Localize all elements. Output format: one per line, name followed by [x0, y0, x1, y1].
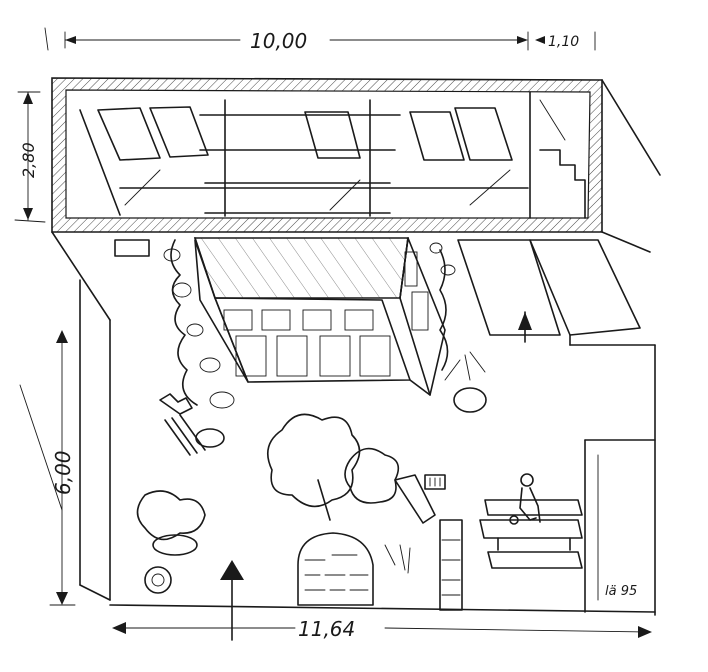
- wall-sign: [424, 474, 446, 490]
- roof-frame: [51, 77, 661, 253]
- left-wall: [19, 231, 150, 601]
- bottom-dimension: [112, 622, 652, 638]
- bench-with-figure: [479, 473, 583, 569]
- dimension-top-width: 10,00: [250, 29, 307, 53]
- signature: lä 95: [605, 584, 637, 599]
- dimension-top-right: 1,10: [548, 34, 579, 50]
- height-dimension: [49, 330, 76, 606]
- dimension-bottom-width: 11,64: [298, 617, 355, 641]
- depth-dimension: [14, 91, 46, 223]
- dimension-depth-top: 2,80: [19, 142, 38, 178]
- entry-arrow: [220, 560, 244, 641]
- ground-line: [109, 604, 656, 613]
- right-structure: [457, 239, 656, 616]
- dimension-height-left: 6,00: [51, 450, 75, 495]
- top-dimension: [44, 27, 596, 51]
- conservatory: [193, 237, 446, 396]
- garden-planting: [136, 239, 487, 611]
